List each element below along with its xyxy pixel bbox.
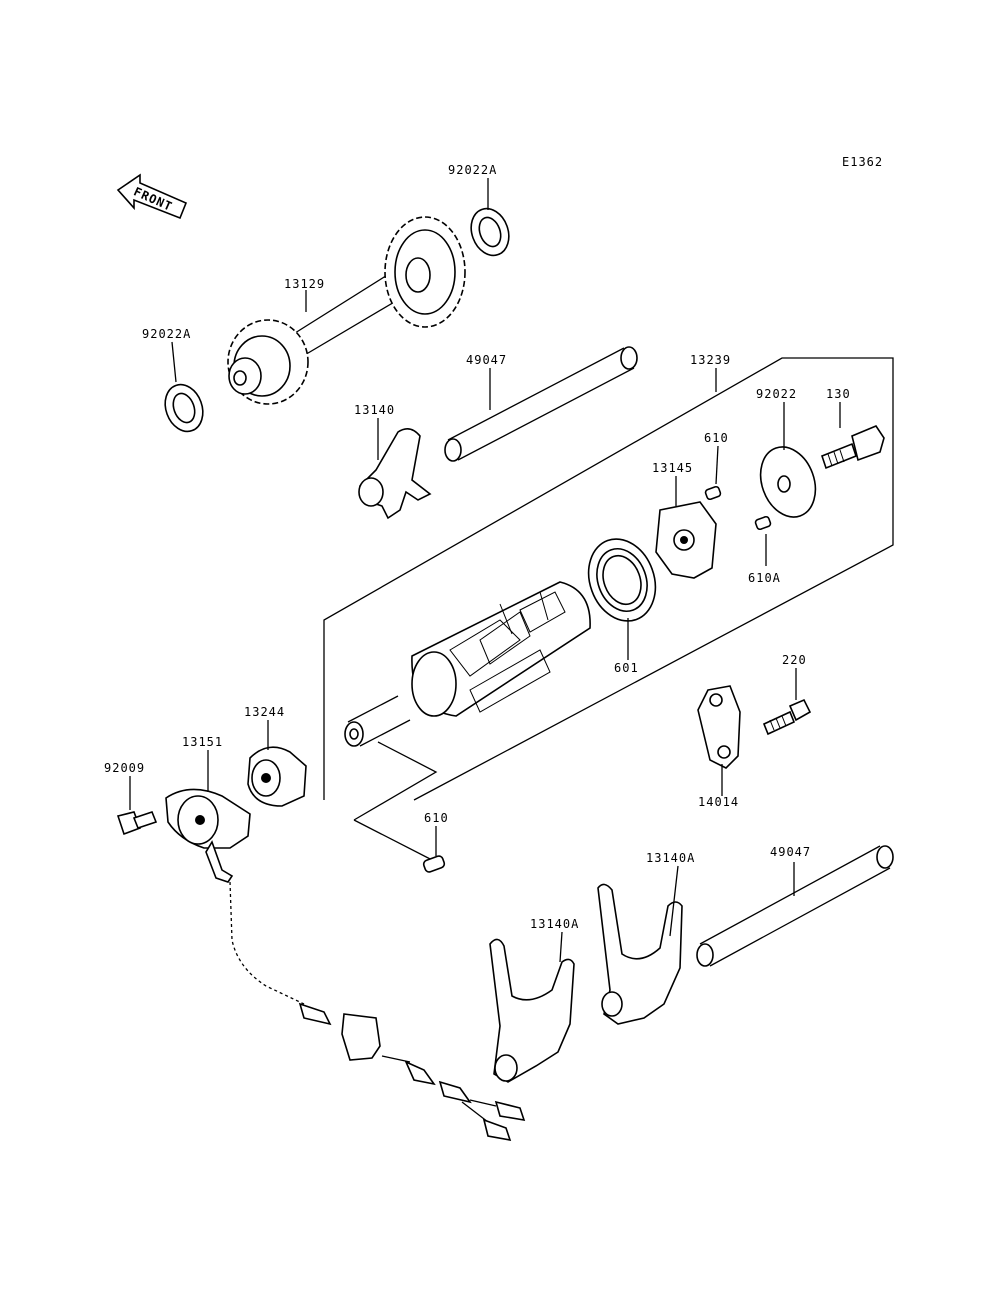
label-bolt-right: 130 — [826, 387, 851, 401]
label-fork-left: 13140A — [530, 917, 579, 931]
label-switch: 13151 — [182, 735, 223, 749]
washer-top — [470, 207, 510, 257]
pin-lower — [754, 515, 772, 531]
gear-shaft — [227, 216, 466, 405]
label-fork-right: 13140A — [646, 851, 695, 865]
pin-holder — [655, 501, 717, 579]
pin-upper — [704, 485, 722, 501]
shift-fork-upper — [358, 428, 432, 520]
neutral-switch — [165, 788, 251, 883]
label-screw: 220 — [782, 653, 807, 667]
label-plate: 14014 — [698, 795, 739, 809]
label-pin-upper: 610 — [704, 431, 729, 445]
rod-upper — [444, 346, 638, 462]
label-gear-shaft: 13129 — [284, 277, 325, 291]
label-washer-top: 92022A — [448, 163, 497, 177]
shift-fork-right — [597, 883, 683, 1025]
diagram-code: E1362 — [842, 155, 883, 169]
label-washer-left: 92022A — [142, 327, 191, 341]
front-arrow-icon: FRONT — [116, 173, 188, 220]
drum-assembly-frame — [323, 357, 894, 863]
leader-lines — [129, 178, 841, 963]
pin-drum — [422, 855, 446, 873]
rod-lower — [696, 845, 894, 967]
label-fork-upper: 13140 — [354, 403, 395, 417]
label-pin-drum: 610 — [424, 811, 449, 825]
shift-fork-left — [489, 938, 575, 1083]
label-bolt-left: 92009 — [104, 761, 145, 775]
label-cam: 13244 — [244, 705, 285, 719]
label-bearing: 601 — [614, 661, 639, 675]
shift-drum — [344, 581, 591, 747]
bearing — [587, 538, 657, 622]
bolt-right — [821, 425, 885, 470]
plate — [697, 685, 741, 769]
label-washer-right: 92022 — [756, 387, 797, 401]
switch-wiring — [229, 881, 526, 1142]
screw — [762, 698, 812, 736]
label-pin-holder: 13145 — [652, 461, 693, 475]
bolt-left — [116, 811, 158, 836]
label-drum-assembly: 13239 — [690, 353, 731, 367]
label-rod-upper: 49047 — [466, 353, 507, 367]
cam — [247, 746, 307, 807]
label-pin-lower: 610A — [748, 571, 781, 585]
washer-right — [759, 446, 817, 518]
washer-left — [164, 383, 204, 433]
label-rod-lower: 49047 — [770, 845, 811, 859]
